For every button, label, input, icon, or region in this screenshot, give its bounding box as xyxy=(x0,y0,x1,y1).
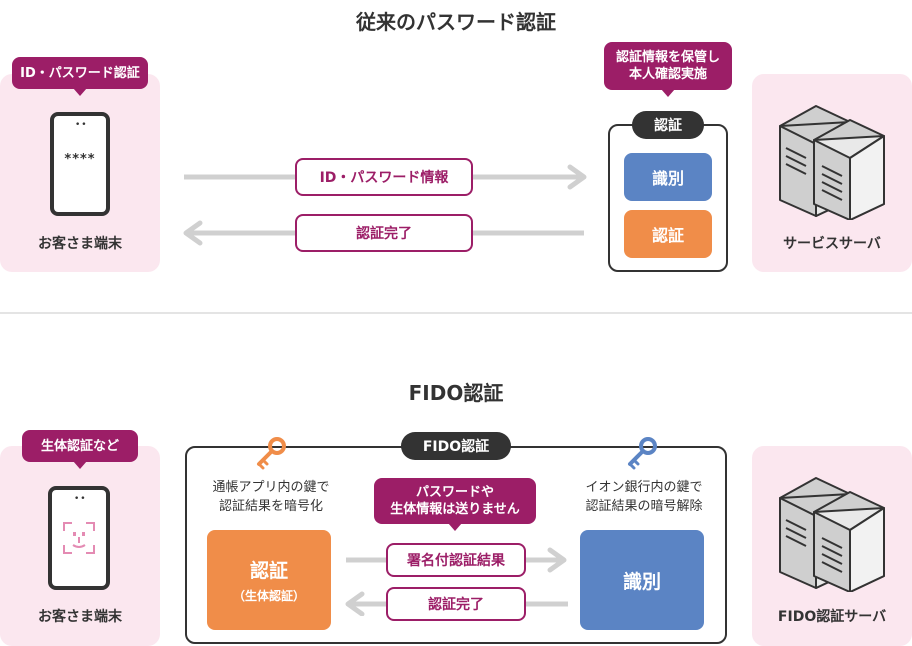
orange-key-icon xyxy=(257,437,286,470)
password-mask: **** xyxy=(64,152,96,167)
fido-send-label-pill: 署名付認証結果 xyxy=(386,543,526,577)
section-divider xyxy=(0,312,912,314)
no-send-line1: パスワードや xyxy=(415,485,494,500)
server-bubble-line2: 本人確認実施 xyxy=(628,67,707,82)
fido-client-label: お客さま端末 xyxy=(38,609,122,625)
fido-phone-camera-icon: •• xyxy=(74,494,87,504)
traditional-title: 従来のパスワード認証 xyxy=(356,10,556,34)
fido-title: FIDO認証 xyxy=(408,381,504,405)
server-bubble-line1: 認証情報を保管し xyxy=(615,50,720,65)
client-bubble: ID・パスワード認証 xyxy=(12,57,148,96)
fido-server-icon xyxy=(779,477,885,592)
auth-tag: 認証 xyxy=(632,111,704,139)
return-label-pill: 認証完了 xyxy=(295,214,473,252)
fido-auth-box-title: 認証 xyxy=(249,560,288,582)
fido-return-label-pill: 認証完了 xyxy=(386,587,526,621)
fido-tag: FIDO認証 xyxy=(401,432,511,460)
fido-identify-box: 識別 xyxy=(580,530,704,630)
server-label: サービスサーバ xyxy=(783,236,881,252)
client-key-line1: 通帳アプリ内の鍵で xyxy=(212,480,330,495)
authenticate-box: 認証 xyxy=(624,210,712,258)
client-key-description: 通帳アプリ内の鍵で 認証結果を暗号化 xyxy=(196,478,346,516)
face-scan-icon xyxy=(63,522,95,554)
server-bubble: 認証情報を保管し本人確認実施 xyxy=(604,42,732,97)
fido-auth-box: 認証 （生体認証） xyxy=(207,530,331,630)
fido-client-bubble: 生体認証など xyxy=(22,430,138,469)
server-icon xyxy=(779,105,885,220)
server-key-line2: 認証結果の暗号解除 xyxy=(585,499,703,514)
client-key-line2: 認証結果を暗号化 xyxy=(218,499,323,514)
fido-server-label: FIDO認証サーバ xyxy=(777,609,887,625)
no-send-bubble: パスワードや生体情報は送りません xyxy=(374,478,536,531)
send-label-pill: ID・パスワード情報 xyxy=(295,158,473,196)
phone-camera-icon: •• xyxy=(75,120,88,130)
blue-key-icon xyxy=(628,437,657,470)
identify-box: 識別 xyxy=(624,153,712,201)
client-label: お客さま端末 xyxy=(38,236,122,252)
fido-auth-box-sub: （生体認証） xyxy=(232,589,305,603)
server-key-line1: イオン銀行内の鍵で xyxy=(585,480,703,495)
phone-icon: •• **** xyxy=(50,112,110,216)
fido-phone-icon: •• xyxy=(48,486,110,590)
server-key-description: イオン銀行内の鍵で 認証結果の暗号解除 xyxy=(564,478,724,516)
no-send-line2: 生体情報は送りません xyxy=(390,502,520,517)
